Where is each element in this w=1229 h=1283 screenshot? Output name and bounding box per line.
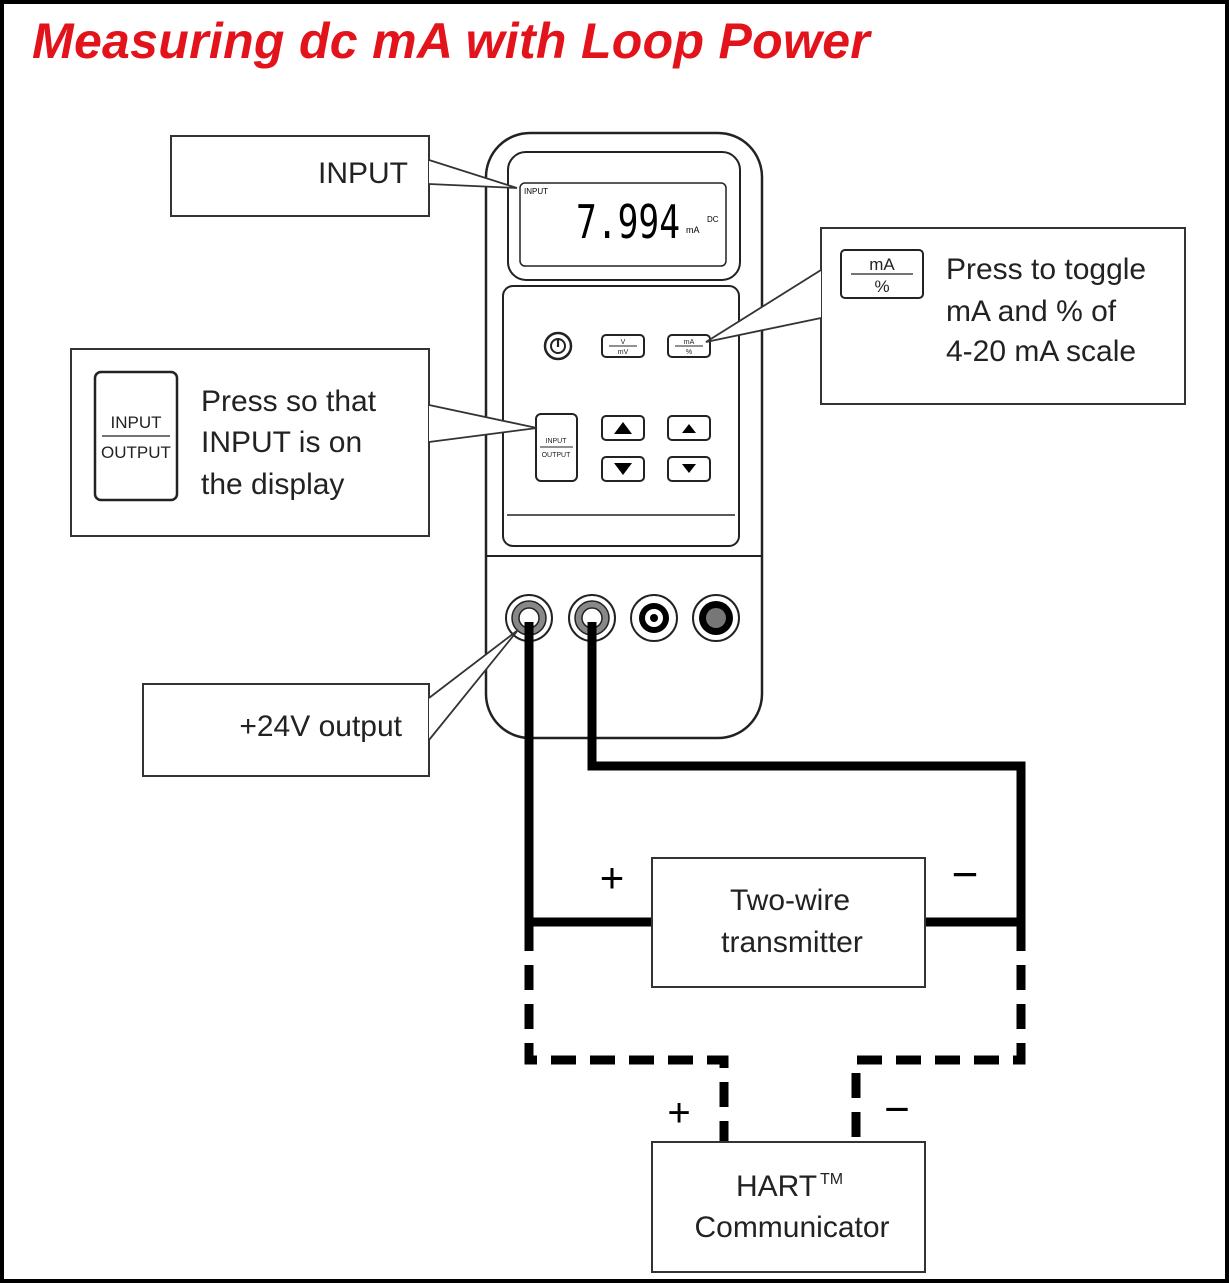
ma-percent-button[interactable]: mA % [667, 334, 711, 358]
callout-24v-label: +24V output [239, 710, 402, 743]
hart-plus: + [667, 1091, 690, 1135]
hart-wiring [524, 926, 1026, 1142]
page-title: Measuring dc mA with Loop Power [32, 13, 871, 69]
svg-text:mV: mV [618, 349, 629, 356]
output-down-button-small[interactable] [667, 456, 711, 482]
loop-wiring [524, 622, 1026, 927]
callout-io-pointer [428, 404, 538, 443]
two-wire-transmitter: Two-wire transmitter + − [600, 848, 979, 988]
triangle-up-small-icon [682, 424, 696, 433]
v-mv-button[interactable]: V mV [601, 334, 645, 358]
input-output-button[interactable]: INPUT OUTPUT [535, 413, 578, 482]
hart-trademark: TM [820, 1171, 843, 1188]
wire-positive [524, 622, 652, 927]
callout-input-label: INPUT [318, 157, 408, 190]
callout-ma-line1: Press to toggle [946, 253, 1146, 286]
callout-ma-line3: 4-20 mA scale [946, 335, 1136, 368]
callout-ma-pointer [705, 269, 822, 343]
hart-minus: − [884, 1085, 910, 1134]
output-up-button-small[interactable] [667, 415, 711, 441]
svg-text:INPUT: INPUT [546, 438, 568, 445]
callout-io-line2: INPUT is on [201, 426, 362, 459]
callout-io-line1: Press so that [201, 385, 377, 418]
svg-text:mA: mA [684, 339, 695, 346]
triangle-up-icon [614, 422, 632, 434]
hart-wire-positive [524, 926, 729, 1142]
callout-input: INPUT [170, 135, 518, 217]
wire-negative [587, 622, 1026, 927]
svg-text:mA: mA [869, 255, 895, 274]
svg-text:INPUT: INPUT [111, 413, 162, 432]
callout-24v: +24V output [142, 629, 519, 777]
callout-ma-key: mA % Press to toggle mA and % of 4-20 mA… [705, 227, 1186, 405]
transmitter-line1: Two-wire [730, 884, 850, 917]
callout-io-key: INPUT OUTPUT Press so that INPUT is on t… [70, 348, 538, 537]
lcd-mode-indicator: INPUT [524, 187, 548, 196]
lcd-unit: mA [686, 225, 700, 235]
hart-wire-negative [851, 926, 1026, 1142]
power-button[interactable] [543, 331, 573, 361]
output-up-button-large[interactable] [601, 415, 645, 441]
hart-line1: HART [736, 1170, 817, 1203]
transmitter-plus: + [600, 854, 625, 901]
triangle-down-icon [614, 463, 632, 475]
svg-text:%: % [874, 277, 889, 296]
svg-text:%: % [686, 349, 692, 356]
lcd-dc-indicator: DC [707, 215, 719, 224]
jack-ma-input[interactable] [568, 594, 616, 642]
lcd-reading: 7.994 [576, 195, 680, 249]
callout-24v-pointer [428, 629, 519, 741]
transmitter-minus: − [952, 848, 979, 900]
transmitter-line2: transmitter [721, 926, 863, 959]
svg-text:V: V [621, 339, 626, 346]
hart-line2: Communicator [694, 1211, 889, 1244]
svg-text:OUTPUT: OUTPUT [101, 443, 171, 462]
jack-4[interactable] [692, 594, 740, 642]
triangle-down-small-icon [682, 464, 696, 473]
jack-3[interactable] [630, 594, 678, 642]
svg-text:OUTPUT: OUTPUT [542, 452, 572, 459]
callout-io-line3: the display [201, 468, 344, 501]
callout-input-pointer [428, 159, 518, 189]
callout-ma-line2: mA and % of [946, 295, 1117, 328]
hart-communicator: HART TM Communicator + − [651, 1085, 926, 1273]
output-down-button-large[interactable] [601, 456, 645, 482]
lcd-screen [519, 182, 727, 267]
calibrator: INPUT 7.994 mA DC V mV mA % [484, 131, 764, 740]
